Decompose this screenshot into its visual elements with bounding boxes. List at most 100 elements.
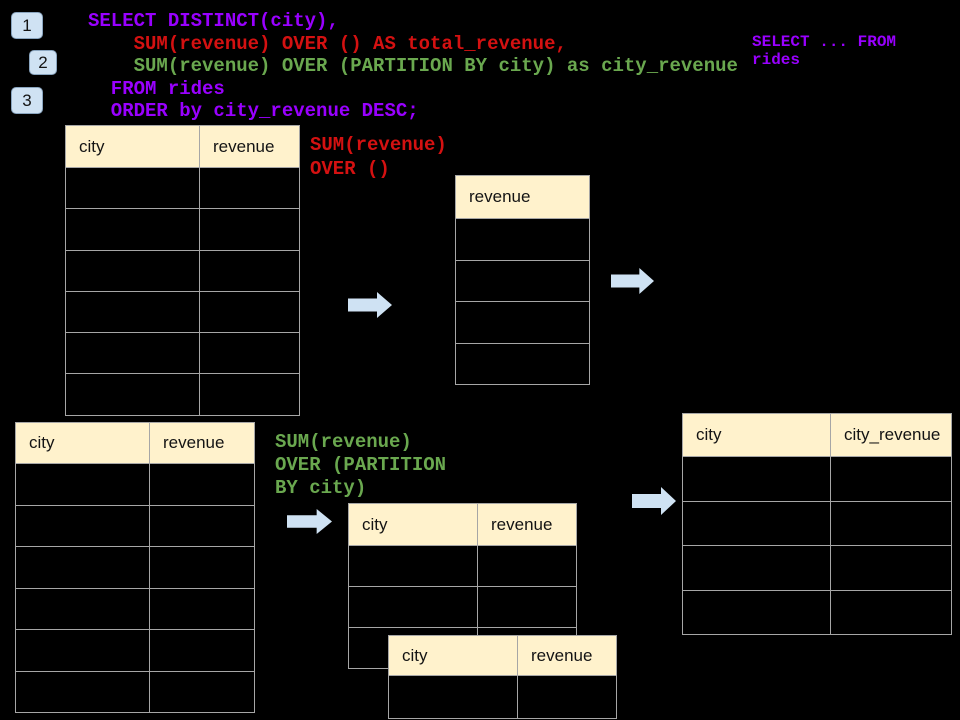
empty-cell [15,546,150,589]
column-header: city [388,635,518,676]
empty-cell [682,456,831,502]
empty-cell [65,166,200,210]
empty-cell [199,249,300,292]
empty-cell [15,463,150,506]
side-note-line: rides [752,51,801,69]
empty-cell [682,500,831,546]
table-row [388,675,617,719]
column-header: city [348,503,478,546]
table-row [65,166,300,210]
table-row [682,589,952,635]
sql-line: SELECT DISTINCT(city), [88,10,339,32]
arrow-right-icon [632,487,676,515]
empty-cell [348,586,478,628]
table-row [682,456,952,502]
empty-cell [149,546,255,589]
table-row [682,545,952,591]
arrow-right-icon [348,292,392,318]
empty-cell [149,463,255,506]
empty-cell [199,166,300,210]
empty-cell [517,675,617,719]
empty-cell [830,545,952,591]
column-header: city [682,413,831,457]
table-row [348,586,577,628]
empty-cell [149,670,255,713]
table-row [15,463,255,506]
table-row [15,670,255,713]
empty-cell [199,290,300,334]
empty-cell [65,249,200,292]
label-partition-line: BY city) [275,477,367,499]
empty-cell [830,500,952,546]
empty-cell [455,342,590,385]
empty-cell [199,373,300,416]
table-row [65,290,300,334]
empty-cell [65,332,200,375]
empty-cell [455,301,590,344]
table-row [65,332,300,375]
empty-cell [15,629,150,672]
empty-cell [477,586,577,628]
table-row [348,545,577,587]
table-row [65,373,300,416]
sql-line: FROM rides [88,77,225,100]
table-row [15,504,255,547]
step-badge-1: 1 [11,12,43,39]
empty-cell [15,587,150,630]
label-partition-line: SUM(revenue) [275,431,412,453]
label-total-line: SUM(revenue) [310,134,447,156]
total-revenue-column-table: revenue [455,175,590,385]
table-row [455,301,590,344]
empty-cell [15,504,150,547]
total-revenue-window-label: SUM(revenue)OVER () [310,133,447,181]
column-header: revenue [199,125,300,168]
column-header: revenue [517,635,617,676]
empty-cell [65,290,200,334]
column-header: city [15,422,150,464]
step-badge-label: 1 [22,15,32,35]
empty-cell [682,589,831,635]
header-row: revenue [455,175,590,219]
table-row [455,342,590,385]
empty-cell [455,259,590,302]
empty-cell [65,208,200,251]
empty-cell [682,545,831,591]
arrow-right-icon [287,509,332,534]
empty-cell [455,218,590,261]
step-badge-3: 3 [11,87,43,114]
empty-cell [477,545,577,587]
empty-cell [830,456,952,502]
column-header: city_revenue [830,413,952,457]
empty-cell [199,332,300,375]
column-header: city [65,125,200,168]
step-badge-label: 3 [22,90,32,110]
table-row [15,629,255,672]
label-total-line: OVER () [310,158,390,180]
column-header: revenue [149,422,255,464]
step-badge-label: 2 [38,52,48,72]
table-row [682,500,952,546]
table-row [15,546,255,589]
label-partition-line: OVER (PARTITION [275,454,447,476]
empty-cell [830,589,952,635]
table-row [455,218,590,261]
empty-cell [149,587,255,630]
table-row [65,208,300,251]
empty-cell [149,629,255,672]
sql-line: SUM(revenue) OVER () AS total_revenue, [88,32,567,55]
empty-cell [388,675,518,719]
table-row [455,259,590,302]
sql-line: SUM(revenue) OVER (PARTITION BY city) as… [88,55,738,77]
table-row [65,249,300,292]
